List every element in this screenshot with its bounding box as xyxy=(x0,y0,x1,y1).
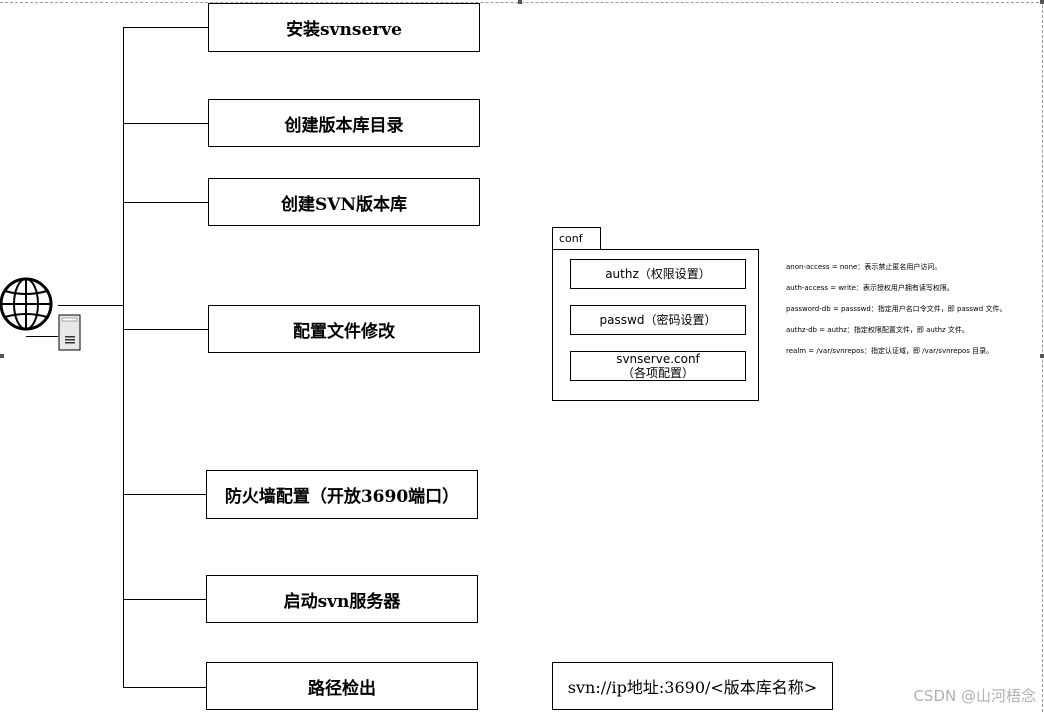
config-note: realm = /var/svnrepos：指定认证域，即 /var/svnre… xyxy=(786,347,994,355)
step-label: 防火墙配置（开放3690端口） xyxy=(224,487,460,507)
conf-file-authz: authz（权限设置） xyxy=(570,259,746,289)
step-create-repo-directory: 创建版本库目录 xyxy=(208,99,480,147)
branch-line-3 xyxy=(123,202,209,203)
step-label: 安装svnserve xyxy=(286,20,402,40)
step-path-checkout: 路径检出 xyxy=(206,662,478,710)
conf-file-passwd: passwd（密码设置） xyxy=(570,305,746,335)
step-label: 启动svn服务器 xyxy=(283,591,401,612)
resize-handle-right[interactable] xyxy=(1040,354,1044,358)
config-note: authz-db = authz：指定权限配置文件，即 authz 文件。 xyxy=(786,326,969,334)
branch-line-5 xyxy=(123,494,207,495)
branch-line-6 xyxy=(123,599,207,600)
conf-file-label: authz（权限设置） xyxy=(605,267,711,281)
step-label: 创建SVN版本库 xyxy=(280,194,407,215)
server-connector-line xyxy=(26,336,58,337)
config-note: auth-access = write：表示授权用户拥有读写权限。 xyxy=(786,284,954,292)
conf-file-desc: （各项配置） xyxy=(621,366,694,380)
step-firewall-config: 防火墙配置（开放3690端口） xyxy=(206,470,478,519)
server-icon xyxy=(58,314,81,351)
conf-folder-tab: conf xyxy=(552,227,601,250)
conf-file-name: svnserve.conf xyxy=(616,352,700,366)
root-connector-line xyxy=(58,305,124,306)
resize-handle-left[interactable] xyxy=(0,354,4,358)
config-notes: anon-access = none：表示禁止匿名用户访问。 auth-acce… xyxy=(786,262,1038,367)
watermark: CSDN @山河梧念 xyxy=(913,687,1036,705)
resize-handle-top[interactable] xyxy=(518,0,522,4)
config-note: password-db = passswd：指定用户名口令文件，即 passwd… xyxy=(786,305,1007,313)
step-create-svn-repo: 创建SVN版本库 xyxy=(208,178,480,226)
step-label: 路径检出 xyxy=(308,678,376,699)
resize-handle-top-right[interactable] xyxy=(1040,0,1044,4)
step-label: 配置文件修改 xyxy=(293,321,395,342)
conf-file-label: passwd（密码设置） xyxy=(599,313,717,327)
selection-border-top xyxy=(0,2,1044,3)
checkout-url: svn://ip地址:3690/<版本库名称> xyxy=(567,678,818,697)
step-modify-config: 配置文件修改 xyxy=(208,305,480,353)
step-install-svnserve: 安装svnserve xyxy=(208,3,480,52)
branch-line-1 xyxy=(123,27,209,28)
checkout-url-box: svn://ip地址:3690/<版本库名称> xyxy=(552,662,833,710)
step-label: 创建版本库目录 xyxy=(284,115,404,136)
branch-line-7 xyxy=(123,687,207,688)
branch-line-2 xyxy=(123,123,209,124)
branch-line-4 xyxy=(123,329,209,330)
conf-file-svnserve-conf: svnserve.conf （各项配置） xyxy=(570,351,746,381)
globe-icon xyxy=(0,277,53,331)
tree-trunk-line xyxy=(123,27,124,687)
step-start-svn-server: 启动svn服务器 xyxy=(206,575,478,623)
conf-folder-label: conf xyxy=(559,232,583,245)
config-note: anon-access = none：表示禁止匿名用户访问。 xyxy=(786,263,942,271)
